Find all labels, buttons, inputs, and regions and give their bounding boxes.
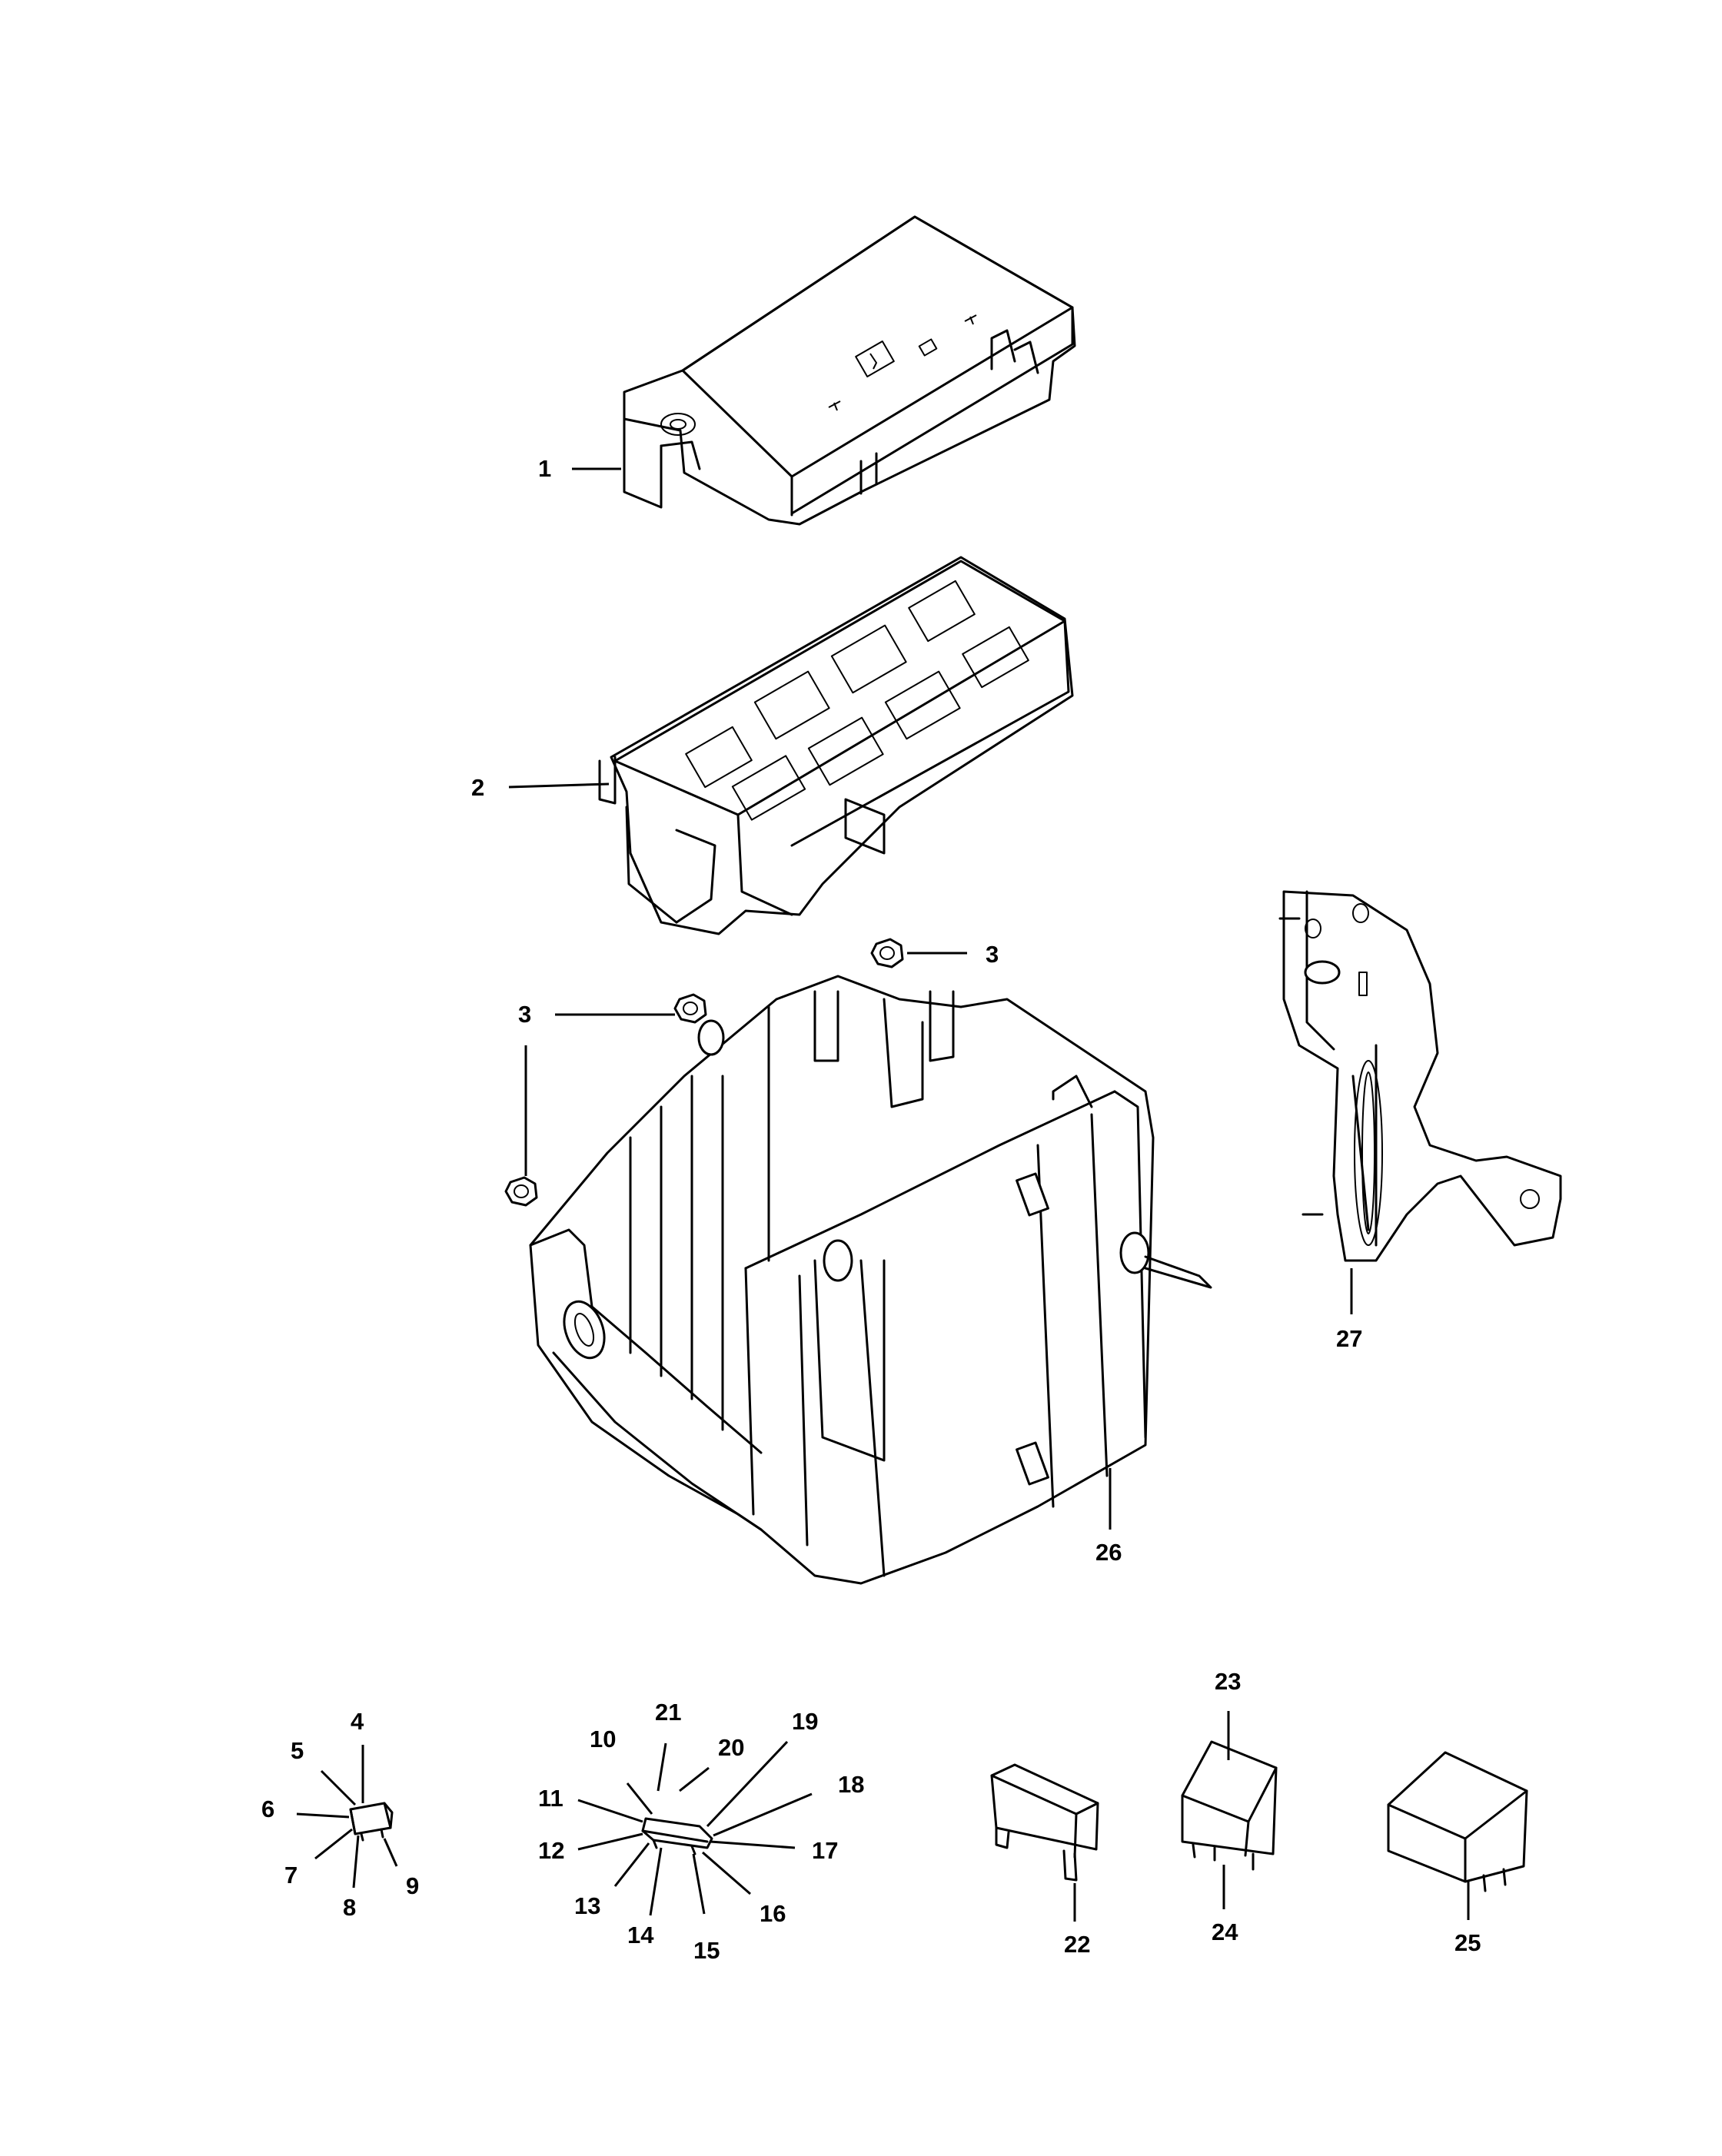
callout-7: 7 <box>284 1862 298 1889</box>
callout-24: 24 <box>1212 1918 1238 1945</box>
part-mid-fuse[interactable] <box>641 1817 713 1855</box>
part-3-nut-middle[interactable] <box>673 993 707 1024</box>
part-27-bracket[interactable] <box>1278 890 1562 1262</box>
leader-2 <box>508 782 610 789</box>
callout-9: 9 <box>406 1872 419 1899</box>
callout-6: 6 <box>261 1796 274 1822</box>
part-small-fuse[interactable] <box>349 1802 394 1842</box>
part-3-nut-lower[interactable] <box>504 1176 538 1207</box>
callout-19: 19 <box>792 1708 818 1735</box>
callout-18: 18 <box>838 1771 864 1798</box>
callout-1: 1 <box>538 455 551 482</box>
part-22-fuse[interactable] <box>990 1763 1099 1882</box>
callouts-mid-fuse-leaders <box>577 1740 813 1916</box>
callout-13: 13 <box>574 1892 600 1919</box>
part-25-relay[interactable] <box>1387 1751 1528 1892</box>
part-1-cover[interactable] <box>623 215 1076 526</box>
callout-8: 8 <box>343 1894 356 1921</box>
callout-20: 20 <box>718 1734 744 1761</box>
part-3-nut-upper[interactable] <box>870 938 904 968</box>
callout-4: 4 <box>351 1708 364 1735</box>
callout-16: 16 <box>760 1900 786 1927</box>
callout-11: 11 <box>538 1785 563 1812</box>
callout-10: 10 <box>590 1726 616 1752</box>
callout-25: 25 <box>1454 1929 1481 1956</box>
callout-2: 2 <box>471 774 484 801</box>
callout-21: 21 <box>655 1699 681 1726</box>
callout-3b: 3 <box>518 1001 531 1028</box>
callout-12: 12 <box>538 1837 564 1864</box>
part-2-fuse-box[interactable] <box>598 556 1074 935</box>
callout-5: 5 <box>291 1737 304 1764</box>
callouts-small-fuse-leaders <box>296 1745 398 1889</box>
callout-3a: 3 <box>986 941 999 968</box>
callout-22: 22 <box>1064 1931 1090 1958</box>
part-26-tray[interactable] <box>529 975 1212 1585</box>
callout-17: 17 <box>812 1837 838 1864</box>
part-23-relay[interactable] <box>1181 1740 1278 1871</box>
callout-23: 23 <box>1215 1668 1241 1695</box>
callout-27: 27 <box>1336 1325 1362 1352</box>
callout-15: 15 <box>693 1937 720 1964</box>
callout-26: 26 <box>1095 1539 1122 1566</box>
callout-14: 14 <box>627 1922 654 1948</box>
